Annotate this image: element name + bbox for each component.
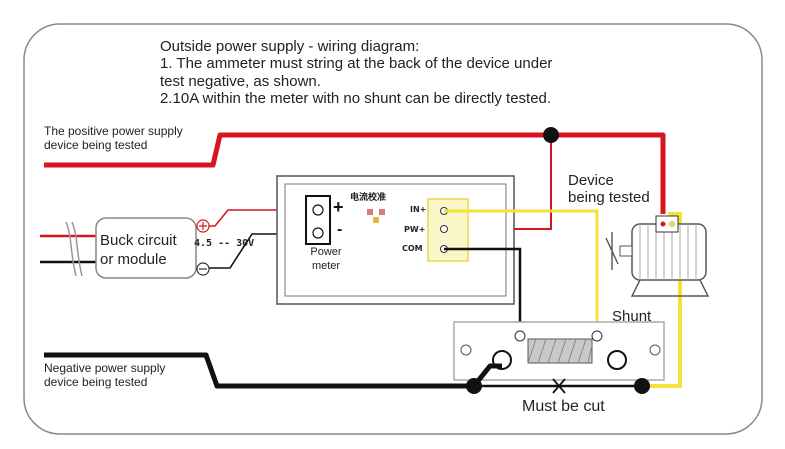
intro-line-1: 1. The ammeter must string at the back o…: [160, 55, 553, 73]
wire-break-mark: [65, 221, 83, 277]
intro-title: Outside power supply - wiring diagram:: [160, 38, 420, 55]
calibration-pot-left: [367, 209, 373, 215]
pw-plus-terminal: [440, 225, 448, 233]
positive-junction-dot: [543, 127, 559, 143]
buck-module-label: Buck circuit or module: [100, 232, 177, 268]
com-wire: [444, 247, 522, 336]
shunt-label: Shunt: [612, 308, 652, 325]
calibration-pot-center: [373, 217, 379, 223]
shunt-terminal-right: [607, 350, 627, 370]
intro-line-3: 2.10A within the meter with no shunt can…: [160, 89, 552, 107]
shunt-resistor: [527, 338, 593, 364]
device-yellow-wire: [642, 212, 682, 388]
intro-text: Outside power supply - wiring diagram: 1…: [160, 38, 552, 107]
motor-icon: [605, 215, 710, 297]
voltage-range-label: 4.5 -- 30V: [194, 238, 255, 249]
intro-line-2: test negative, as shown.: [160, 72, 321, 90]
meter-output-terminal-block: [427, 198, 469, 262]
calibration-pot-right: [379, 209, 385, 215]
negative-supply-wire: [44, 352, 502, 389]
meter-calibration-label: 电流校准: [350, 192, 387, 202]
meter-plus-screw: [312, 204, 324, 216]
shunt-hole-left: [460, 344, 472, 356]
shunt-sense-screw-right: [591, 330, 603, 342]
meter-minus-screw: [312, 227, 324, 239]
power-meter-label: Power meter: [310, 246, 342, 272]
must-cut-label: Must be cut: [522, 398, 605, 415]
power-meter-inner: [284, 183, 507, 297]
device-junction-dot: [634, 378, 650, 394]
shunt-sense-screw-left: [514, 330, 526, 342]
com-label: COM: [402, 244, 423, 253]
meter-plus-sign: +: [333, 197, 344, 217]
buck-plus-terminal-mark: [199, 222, 207, 230]
in-plus-wire: [444, 209, 599, 336]
pw-plus-label: PW+: [404, 225, 426, 234]
shunt-resistor-hatch: [527, 338, 593, 364]
in-plus-label: IN+: [410, 205, 427, 214]
shunt-hole-right: [649, 344, 661, 356]
device-tested-label: Device being tested: [568, 172, 650, 207]
cut-mark: [552, 378, 566, 394]
positive-supply-label: The positive power supply device being t…: [44, 124, 183, 152]
buck-module-box: [95, 217, 197, 279]
negative-supply-label: Negative power supply device being teste…: [44, 361, 166, 389]
positive-supply-wire: [44, 132, 666, 214]
meter-minus-sign: -: [337, 221, 343, 238]
